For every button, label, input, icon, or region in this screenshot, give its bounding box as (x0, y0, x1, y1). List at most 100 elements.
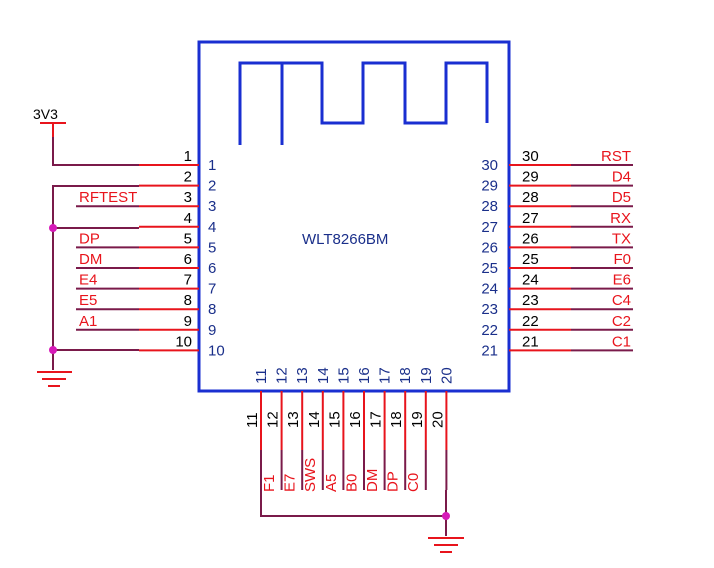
net-label: A1 (79, 313, 97, 330)
net-label: DM (364, 469, 381, 492)
net-label: E5 (79, 292, 97, 309)
pin-inner-number: 30 (481, 157, 498, 174)
pin-right-21: 21 21 C1 (481, 333, 633, 359)
pin-number: 7 (184, 272, 192, 289)
pin-inner-number: 10 (208, 342, 225, 359)
pin-left-4: 44 (139, 210, 216, 236)
pin-inner-number: 20 (438, 367, 455, 384)
pin-number: 17 (368, 411, 385, 428)
net-label: D4 (612, 169, 631, 186)
net-label: B0 (343, 474, 360, 492)
ground-symbol-left (37, 371, 72, 387)
net-label: RFTEST (79, 189, 137, 206)
pin-number: 22 (522, 313, 539, 330)
bottom-wiring (260, 490, 450, 536)
pin-number: 25 (522, 251, 539, 268)
net-label: F0 (613, 251, 631, 268)
net-label: DM (79, 251, 102, 268)
pin-inner-number: 13 (294, 367, 311, 384)
pin-number: 15 (326, 411, 343, 428)
net-label: C2 (612, 313, 631, 330)
pin-number: 3 (184, 189, 192, 206)
pin-number: 10 (175, 333, 192, 350)
net-label: A5 (323, 474, 340, 492)
net-label: C4 (612, 292, 631, 309)
pin-number: 24 (522, 272, 539, 289)
junction-dot-left-top (49, 224, 57, 232)
pin-inner-number: 24 (481, 281, 498, 298)
pin-number: 11 (244, 412, 261, 428)
pin-left-3: 33 RFTEST (76, 189, 216, 215)
pin-inner-number: 15 (335, 367, 352, 384)
net-label: RST (601, 148, 631, 165)
right-pin-group: 3030RST2929D42828D52727RX2626TX2525F0242… (481, 148, 633, 359)
pin-inner-number: 11 (253, 368, 270, 384)
pin-inner-number: 21 (481, 342, 498, 359)
pin-number: 14 (306, 411, 323, 428)
pin-number: 19 (409, 411, 426, 428)
net-label: TX (612, 230, 631, 247)
pin-inner-number: 28 (481, 198, 498, 215)
pin-number: 28 (522, 189, 539, 206)
pin-right-25: 25 25 F0 (481, 251, 633, 277)
pin-number: 4 (184, 210, 192, 227)
pin-number: 18 (388, 411, 405, 428)
pin-number: 30 (522, 148, 539, 165)
pin-number: 5 (184, 230, 192, 247)
net-label: DP (79, 230, 100, 247)
pin-inner-number: 18 (397, 367, 414, 384)
pin-left-10: 10 10 (139, 333, 225, 359)
left-wiring (49, 137, 139, 370)
pin-number: 16 (347, 411, 364, 428)
net-label: SWS (302, 458, 319, 492)
ground-symbol-bottom (428, 537, 464, 553)
pin-number: 1 (184, 148, 192, 165)
net-label: F1 (261, 474, 278, 492)
pin-number: 12 (265, 411, 282, 428)
pin-inner-number: 29 (481, 178, 498, 195)
pin-inner-number: 14 (315, 367, 332, 384)
bottom-pin-group: 1111F11212E71313SWS1414A51515B01616DM171… (244, 367, 455, 492)
power-symbol: 3V3 (33, 106, 66, 137)
pin-number: 6 (184, 251, 192, 268)
pin-inner-number: 2 (208, 178, 216, 195)
pin-inner-number: 5 (208, 239, 216, 256)
pin-number: 27 (522, 210, 539, 227)
pin-inner-number: 25 (481, 260, 498, 277)
net-label: C1 (612, 333, 631, 350)
power-label: 3V3 (33, 106, 58, 122)
pin-inner-number: 8 (208, 301, 216, 318)
pin-number: 20 (429, 411, 446, 428)
antenna-trace (238, 61, 489, 145)
pin-left-2: 22 (139, 169, 216, 195)
chip-body (197, 40, 511, 393)
pin-inner-number: 16 (356, 367, 373, 384)
net-label: E7 (282, 474, 299, 492)
pin-number: 21 (522, 333, 539, 350)
pin-inner-number: 3 (208, 198, 216, 215)
pin-inner-number: 26 (481, 239, 498, 256)
pin-inner-number: 9 (208, 322, 216, 339)
pin-inner-number: 1 (208, 157, 216, 174)
net-label: D5 (612, 189, 631, 206)
pin-left-1: 11 (139, 148, 216, 174)
pin-number: 2 (184, 169, 192, 186)
